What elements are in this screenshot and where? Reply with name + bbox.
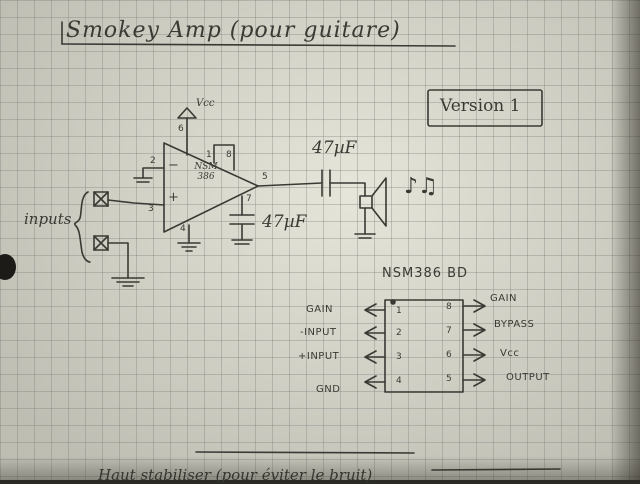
page-title: Smokey Amp (pour guitare) [66, 18, 401, 43]
pinout-right-num-7: 7 [446, 326, 452, 336]
pin2-lead [143, 168, 164, 178]
inputs-label: inputs [24, 210, 71, 228]
page-edge-shadow [610, 0, 640, 480]
pinout-left-label-plus-input: +INPUT [298, 351, 339, 362]
opamp-minus: − [168, 158, 179, 173]
music-note: ♪♫ [404, 174, 438, 199]
pin2-ground [134, 178, 152, 182]
pinout-right-label-vcc: Vcc [500, 348, 519, 359]
pinout-left-label-gnd: GND [316, 384, 340, 395]
ic-pin1-dot [391, 300, 395, 304]
pinout-right-label-output: OUTPUT [506, 372, 550, 383]
pinout-left-num-4: 4 [396, 376, 402, 386]
pin-num-2: 2 [150, 156, 156, 166]
vcc-label: Vcc [196, 98, 214, 109]
jack2-lead [108, 243, 128, 278]
pin-num-3: 3 [148, 204, 154, 214]
pin-num-4: 4 [180, 224, 186, 234]
bypass-cap-plates [230, 215, 254, 224]
speaker-ground [355, 208, 375, 238]
pinout-right-label-gain: GAIN [490, 293, 517, 304]
output-cap-plates [322, 170, 330, 196]
pin4-ground [178, 243, 200, 251]
pin-num-6: 6 [178, 124, 184, 134]
output-cap-label: 47µF [312, 138, 356, 158]
pinout-right-num-6: 6 [446, 350, 452, 360]
pinout-right-num-8: 8 [446, 302, 452, 312]
pin-num-8: 8 [226, 150, 232, 160]
footer-line [196, 452, 414, 453]
speaker-body [360, 196, 372, 208]
pin-num-7: 7 [246, 194, 252, 204]
pinout-right-label-bypass: BYPASS [494, 319, 534, 330]
bypass-cap-label: 47µF [262, 212, 306, 232]
pinout-left-label-gain: GAIN [306, 304, 333, 315]
pin-num-5: 5 [262, 172, 268, 182]
pinout-left-label-minus-input: -INPUT [300, 327, 337, 338]
inputs-brace [75, 192, 90, 262]
speaker-cone [372, 178, 386, 226]
title-underline [62, 44, 455, 46]
pinout-left-num-2: 2 [396, 328, 402, 338]
chip-label: NSM 386 [192, 162, 220, 182]
pinout-heading: NSM386 BD [382, 266, 468, 281]
cap-to-speaker [330, 183, 365, 196]
page-bottom-shadow [0, 456, 640, 480]
pin-num-1: 1 [206, 150, 212, 160]
pinout-left-num-1: 1 [396, 306, 402, 316]
vcc-arrow [178, 108, 196, 118]
version-label: Version 1 [440, 96, 520, 116]
jack2-ground [112, 278, 144, 286]
pin3-lead [108, 200, 164, 205]
output-wire [258, 183, 322, 186]
bypass-cap-ground [232, 224, 252, 244]
pinout-left-num-3: 3 [396, 352, 402, 362]
opamp-plus: + [168, 190, 179, 205]
pinout-right-num-5: 5 [446, 374, 452, 384]
